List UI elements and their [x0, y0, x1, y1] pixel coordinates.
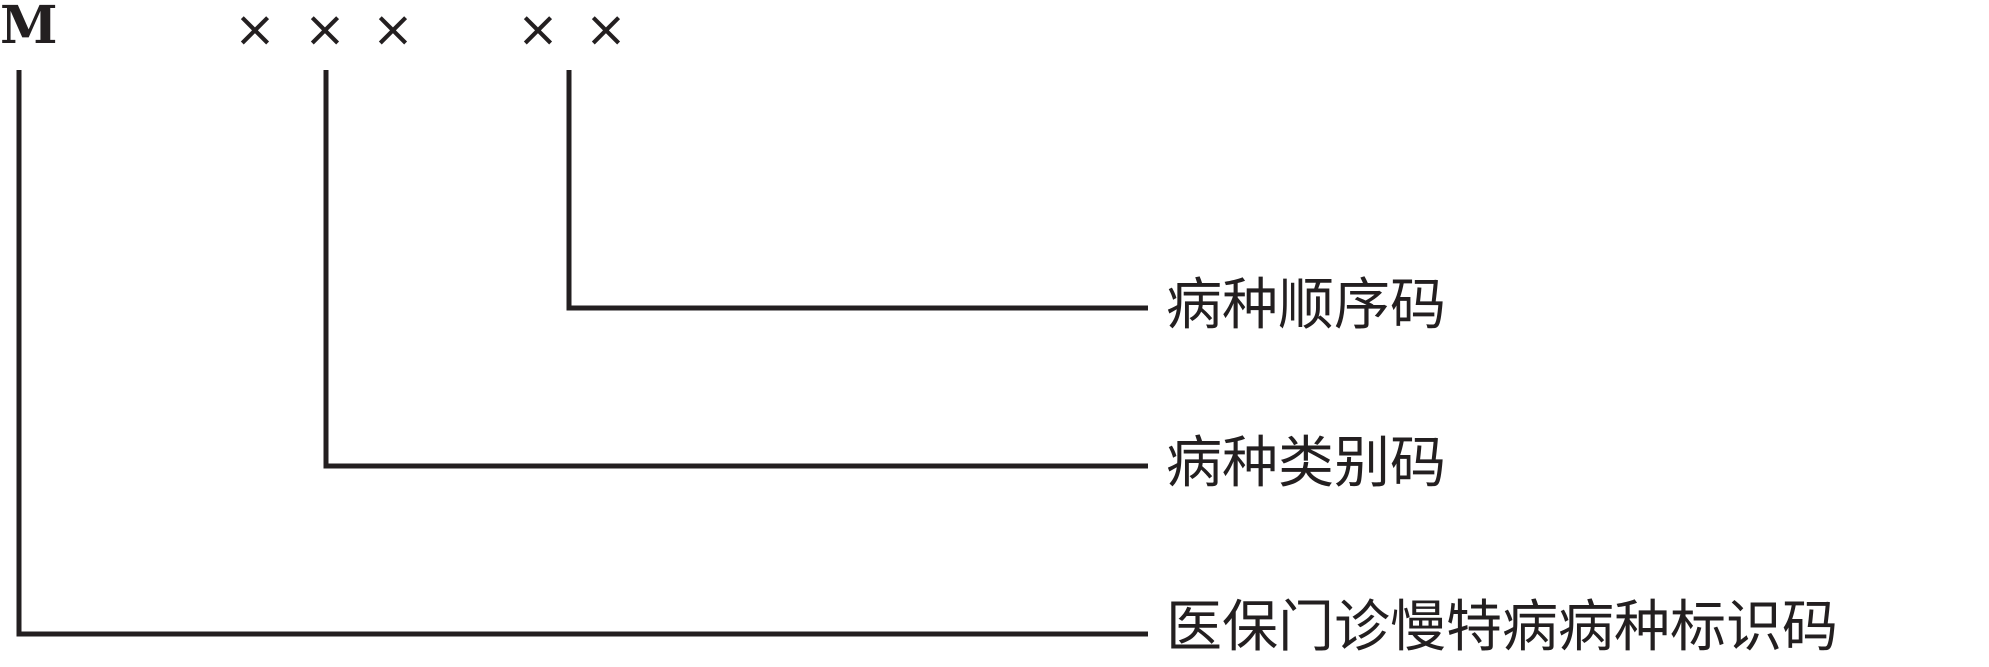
- identifier-label: 医保门诊慢特病病种标识码: [1166, 595, 1838, 660]
- code-prefix: M: [0, 0, 58, 56]
- sequence-mark: ×: [585, 0, 627, 58]
- sequence-connector: [566, 70, 1148, 311]
- category-connector: [323, 70, 1148, 469]
- category-mark: ×: [372, 0, 414, 58]
- category-mark: ×: [304, 0, 346, 58]
- category-mark: ×: [234, 0, 276, 58]
- sequence-mark: ×: [517, 0, 559, 58]
- sequence-label: 病种顺序码: [1166, 273, 1446, 338]
- category-label: 病种类别码: [1166, 431, 1446, 496]
- identifier-connector: [16, 70, 1148, 637]
